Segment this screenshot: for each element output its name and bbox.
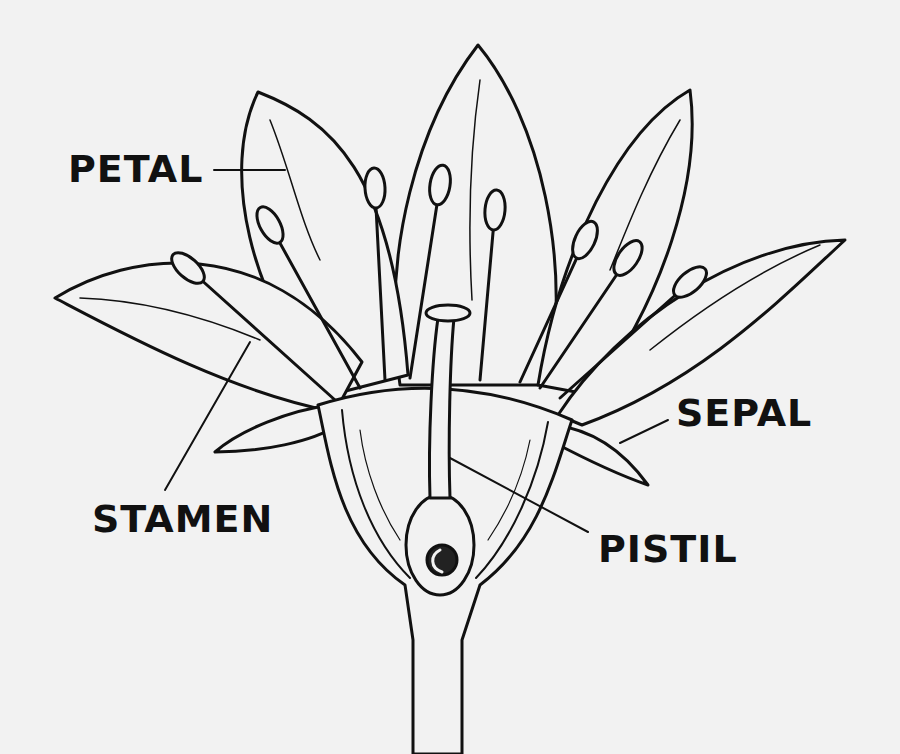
petal-shape xyxy=(395,45,556,385)
leader-line xyxy=(214,169,285,171)
part-label: PETAL xyxy=(68,150,203,188)
part-label: STAMEN xyxy=(92,500,273,538)
ovule-highlight xyxy=(433,550,442,572)
part-label: PISTIL xyxy=(598,530,738,568)
leader-line xyxy=(165,342,250,490)
leader-line xyxy=(620,420,668,443)
ovary xyxy=(406,495,474,595)
ovule xyxy=(427,545,457,575)
leader-lines xyxy=(165,170,668,532)
part-label: SEPAL xyxy=(676,394,812,432)
petal-shape xyxy=(55,263,362,412)
leader-line xyxy=(450,458,588,532)
pistil-style xyxy=(429,318,454,498)
petal-veins xyxy=(80,80,820,350)
stigma xyxy=(426,305,470,321)
